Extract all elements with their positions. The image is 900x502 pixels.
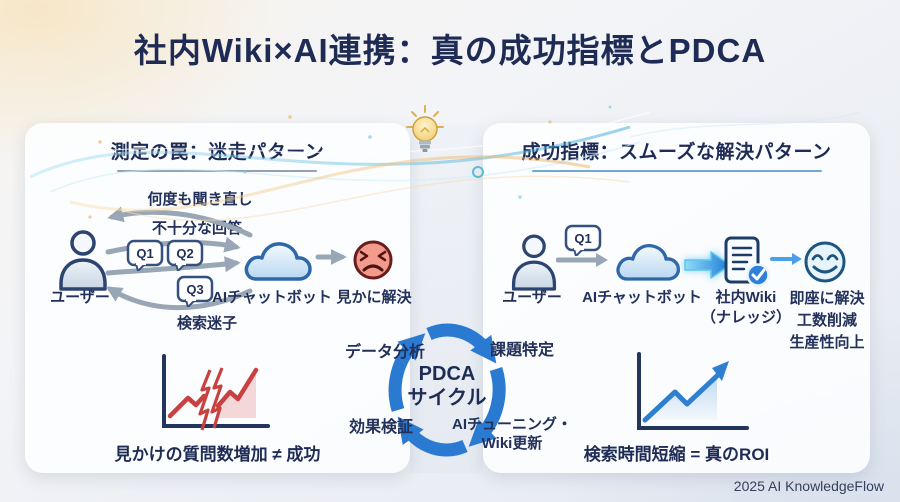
page-title: 社内Wiki×AI連携：真の成功指標とPDCA: [133, 32, 767, 69]
left-chart-caption: 見かけの質問数増加 ≠ 成功: [114, 445, 321, 464]
pdca-cycle-arrows: [388, 323, 506, 457]
result-label: 見かに解決: [336, 289, 412, 306]
left-panel-header: 測定の罠：迷走パターン: [110, 142, 325, 163]
svg-text:Q1: Q1: [574, 231, 591, 246]
pdca-arc-top: [426, 323, 497, 364]
svg-text:Q1: Q1: [136, 246, 153, 261]
svg-text:Q2: Q2: [176, 246, 193, 261]
arrow-wiki-to-benefit: [770, 253, 802, 265]
right-header-underline: [532, 170, 822, 172]
pdca-arc-left: [388, 333, 426, 412]
arrow-bot-to-user-top: [107, 206, 253, 238]
right-panel-header: 成功指標：スムーズな解決パターン: [521, 142, 832, 163]
wiki-label: 社内Wiki （ナレッジ）: [700, 289, 791, 326]
pdca-arc-right: [468, 367, 506, 447]
pdca-cycle-title: PDCA サイクル: [407, 363, 487, 409]
user-label: ユーザー: [50, 289, 110, 306]
ai-chatbot-cloud-icon: [244, 242, 312, 281]
svg-text:Q3: Q3: [186, 282, 203, 297]
happy-face-icon: [804, 241, 846, 283]
bot-label: AIチャットボット: [212, 289, 332, 306]
lost-label: 検索迷子: [176, 315, 237, 332]
question-bubble-q3: Q3: [176, 275, 214, 307]
user-icon: [59, 230, 107, 291]
benefit-labels: 即座に解決 工数削減 生産性向上: [789, 290, 865, 351]
ai-chatbot-cloud-icon: [616, 244, 681, 281]
bot-label: AIチャットボット: [582, 289, 702, 306]
footer-credit: 2025 AI KnowledgeFlow: [733, 478, 884, 494]
arrow-bot-to-wiki: [684, 251, 731, 279]
user-icon: [511, 234, 557, 291]
user-label: ユーザー: [502, 289, 562, 306]
wiki-document-icon: [724, 236, 770, 287]
crack-bolt-right: [210, 367, 224, 429]
pdca-step-data-analysis: データ分析: [344, 344, 425, 361]
question-bubble-q1: Q1: [564, 224, 602, 256]
pdca-step-issue-identification: 課題特定: [489, 342, 554, 359]
pdca-step-effect-verification: 効果検証: [348, 419, 413, 436]
frustrated-face-icon: [353, 240, 393, 280]
arrow-bot-to-user-bottom: [105, 286, 253, 311]
pdca-step-ai-tuning: AIチューニング・ Wiki更新: [451, 416, 572, 452]
pdca-arc-bottom: [397, 416, 468, 457]
right-chart-caption: 検索時間短縮 = 真のROI: [583, 445, 770, 464]
arrow-user-to-bot: [556, 253, 608, 267]
check-badge: [746, 263, 770, 287]
crack-bolt-left: [198, 369, 212, 431]
roi-growth-chart: [637, 352, 749, 430]
broken-growth-chart: [162, 354, 270, 431]
question-bubble-q2: Q2: [166, 239, 204, 271]
question-bubble-q1: Q1: [126, 239, 164, 271]
left-header-underline: [117, 170, 317, 172]
